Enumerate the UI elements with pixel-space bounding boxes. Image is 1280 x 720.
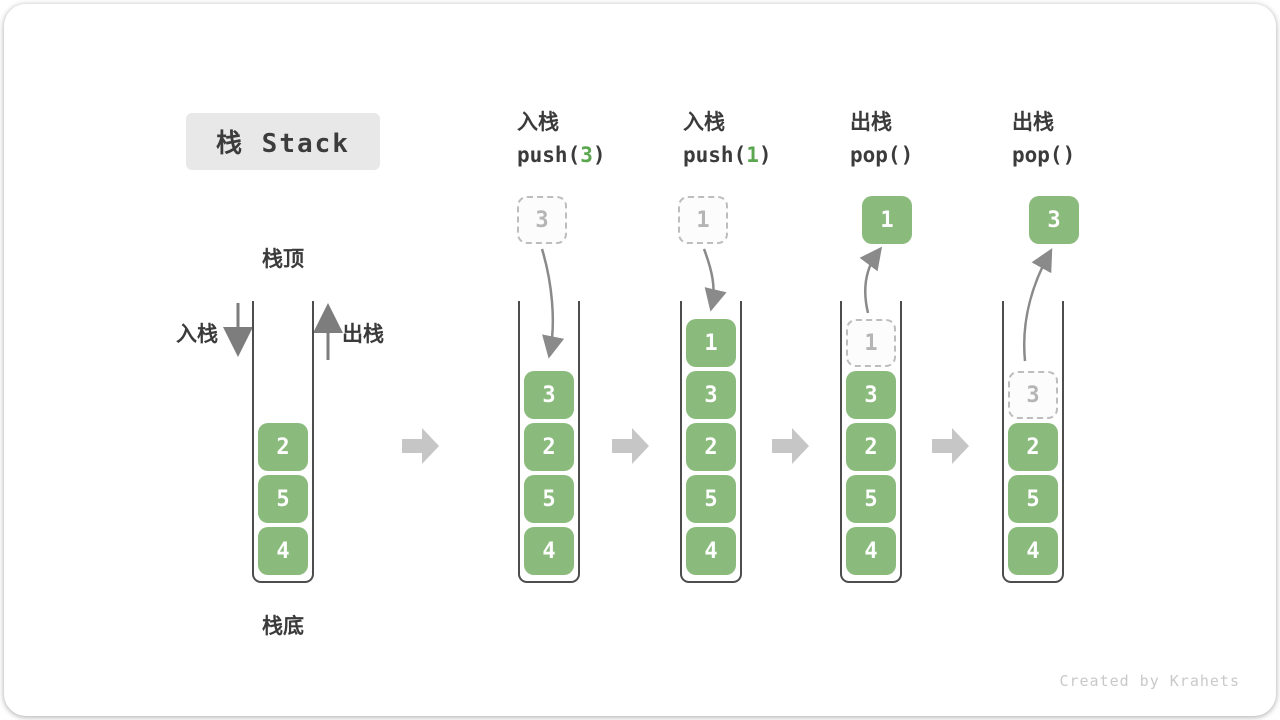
pop-side-label: 出栈 [342, 323, 384, 346]
stack-cell: 5 [524, 475, 574, 523]
operation-code: push(3) [517, 143, 606, 167]
stack-cell: 4 [846, 527, 896, 575]
incoming-value-box: 1 [678, 196, 728, 244]
push-side-label: 入栈 [176, 323, 218, 346]
operation-name: 入栈 [517, 111, 559, 134]
stack-cell: 2 [524, 423, 574, 471]
operation-label-push-1: 入栈 push(1) [683, 106, 772, 167]
stack-cell: 5 [258, 475, 308, 523]
next-step-arrow-icon [772, 428, 809, 464]
ghost-cell: 3 [1008, 371, 1058, 419]
operation-label-push-3: 入栈 push(3) [517, 106, 606, 167]
ghost-cell: 1 [846, 319, 896, 367]
stack-top-label: 栈顶 [262, 248, 304, 271]
stack-state-1-frame [252, 301, 314, 583]
incoming-value-box: 3 [517, 196, 567, 244]
stack-cell: 4 [258, 527, 308, 575]
stack-cell: 5 [1008, 475, 1058, 523]
stack-cell: 3 [686, 371, 736, 419]
stack-cell: 4 [524, 527, 574, 575]
operation-name: 出栈 [1012, 111, 1054, 134]
next-step-arrow-icon [612, 428, 649, 464]
stack-cell: 3 [846, 371, 896, 419]
stack-cell: 4 [1008, 527, 1058, 575]
figure-title: 栈 Stack [186, 113, 380, 170]
stack-cell: 2 [686, 423, 736, 471]
stack-cell: 2 [258, 423, 308, 471]
operation-code: pop() [850, 143, 914, 167]
operation-code: pop() [1012, 143, 1076, 167]
stack-cell: 2 [846, 423, 896, 471]
operation-label-pop-1: 出栈 pop() [850, 106, 913, 167]
operation-name: 出栈 [850, 111, 892, 134]
next-step-arrow-icon [402, 428, 439, 464]
stack-cell: 1 [686, 319, 736, 367]
operation-code: push(1) [683, 143, 772, 167]
next-step-arrow-icon [932, 428, 969, 464]
stack-state-4-frame [840, 301, 902, 583]
stack-cell: 4 [686, 527, 736, 575]
push-argument: 3 [580, 143, 593, 167]
push-argument: 1 [746, 143, 759, 167]
stack-state-3-frame [680, 301, 742, 583]
operation-name: 入栈 [683, 111, 725, 134]
stack-cell: 5 [686, 475, 736, 523]
outgoing-value-box: 3 [1029, 196, 1079, 244]
stack-cell: 3 [524, 371, 574, 419]
stack-bottom-label: 栈底 [262, 615, 304, 638]
push-arrow-icon [702, 248, 727, 312]
stack-cell: 5 [846, 475, 896, 523]
operation-label-pop-2: 出栈 pop() [1012, 106, 1075, 167]
outgoing-value-box: 1 [862, 196, 912, 244]
stack-state-2-frame [518, 301, 580, 583]
credit-text: Created by Krahets [1059, 672, 1240, 690]
stack-state-5-frame [1002, 301, 1064, 583]
stack-cell: 2 [1008, 423, 1058, 471]
